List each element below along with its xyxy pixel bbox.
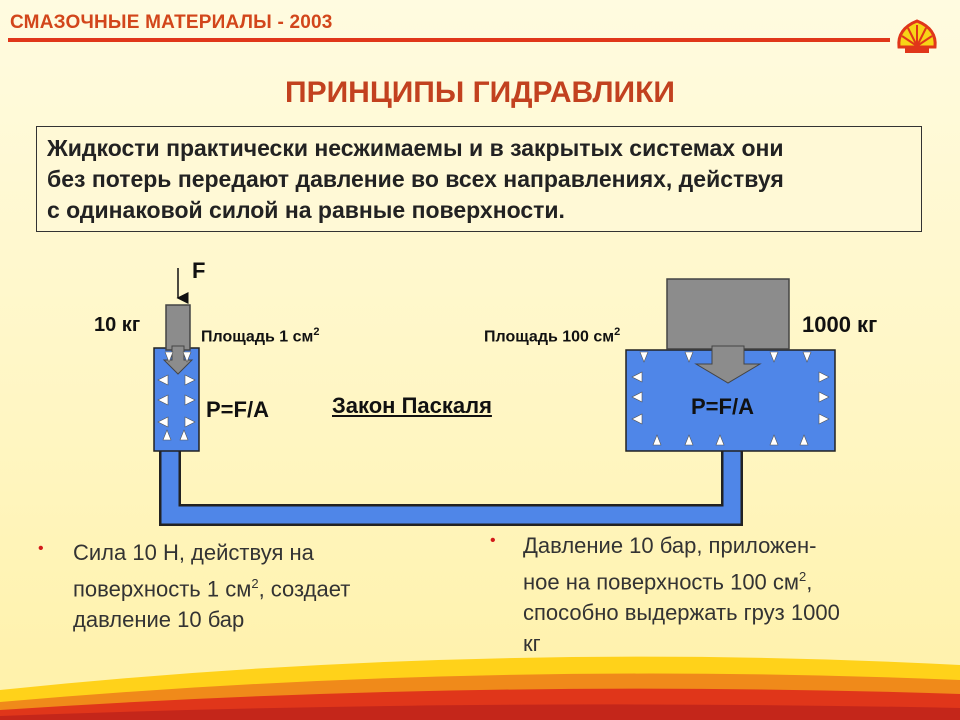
- bullet-right-text: ное на поверхность 100 см: [523, 569, 800, 595]
- large-area-sup: 2: [614, 326, 621, 338]
- large-piston: [666, 278, 790, 350]
- bullet-right-line: ное на поверхность 100 см2,: [523, 561, 840, 597]
- bullet-left-text: поверхность 1 см: [73, 576, 252, 602]
- principle-line: без потерь передают давление во всех нап…: [47, 166, 784, 192]
- small-piston: [165, 304, 191, 351]
- small-area-sup: 2: [313, 326, 320, 338]
- bullet-right-text: ,: [806, 569, 813, 595]
- small-formula: P=F/A: [206, 397, 269, 422]
- bullet-left-line: давление 10 бар: [73, 607, 245, 633]
- small-area-text: Площадь 1 см: [201, 328, 314, 346]
- principle-line: с одинаковой силой на равные поверхности…: [47, 197, 565, 223]
- large-area-text: Площадь 100 см: [484, 328, 615, 346]
- small-down-arrow-icon: [162, 345, 194, 375]
- bullet-icon: •: [490, 532, 496, 549]
- connecting-pipe: [159, 450, 743, 526]
- large-down-arrow-icon: [694, 345, 762, 384]
- bullet-left-text: , создает: [258, 576, 351, 602]
- large-formula: P=F/A: [691, 394, 754, 419]
- bullet-right: Давление 10 бар, приложен- ное на поверх…: [523, 530, 840, 659]
- pressure-arrows-small: [157, 351, 196, 441]
- principle-line: Жидкости практически несжимаемы и в закр…: [47, 135, 784, 161]
- bullet-left-line: Сила 10 Н, действуя на: [73, 540, 314, 565]
- bullet-left-line: поверхность 1 см2, создает: [73, 568, 350, 604]
- bullet-right-line: способно выдержать груз 1000: [523, 600, 840, 626]
- bullet-left: Сила 10 Н, действуя на поверхность 1 см2…: [73, 537, 350, 635]
- small-mass-label: 10 кг: [94, 314, 141, 336]
- pascal-law-label: Закон Паскаля: [332, 393, 492, 418]
- force-label: F: [192, 258, 206, 283]
- small-area-label: Площадь 1 см2: [201, 326, 319, 346]
- large-area-label: Площадь 100 см2: [484, 326, 620, 346]
- bullet-right-line: Давление 10 бар, приложен-: [523, 533, 817, 558]
- header-divider: [8, 38, 890, 42]
- page-title: ПРИНЦИПЫ ГИДРАВЛИКИ: [285, 76, 675, 109]
- bullet-right-line: кг: [523, 631, 541, 657]
- header-title: СМАЗОЧНЫЕ МАТЕРИАЛЫ - 2003: [10, 12, 333, 33]
- pressure-arrows-large: [631, 351, 830, 446]
- shell-logo-icon: [897, 19, 937, 53]
- principle-box: Жидкости практически несжимаемы и в закр…: [36, 126, 922, 232]
- large-mass-label: 1000 кг: [802, 312, 878, 337]
- bullet-right-sup: 2: [799, 569, 807, 584]
- bullet-icon: •: [38, 540, 44, 557]
- bullet-left-sup: 2: [251, 576, 259, 591]
